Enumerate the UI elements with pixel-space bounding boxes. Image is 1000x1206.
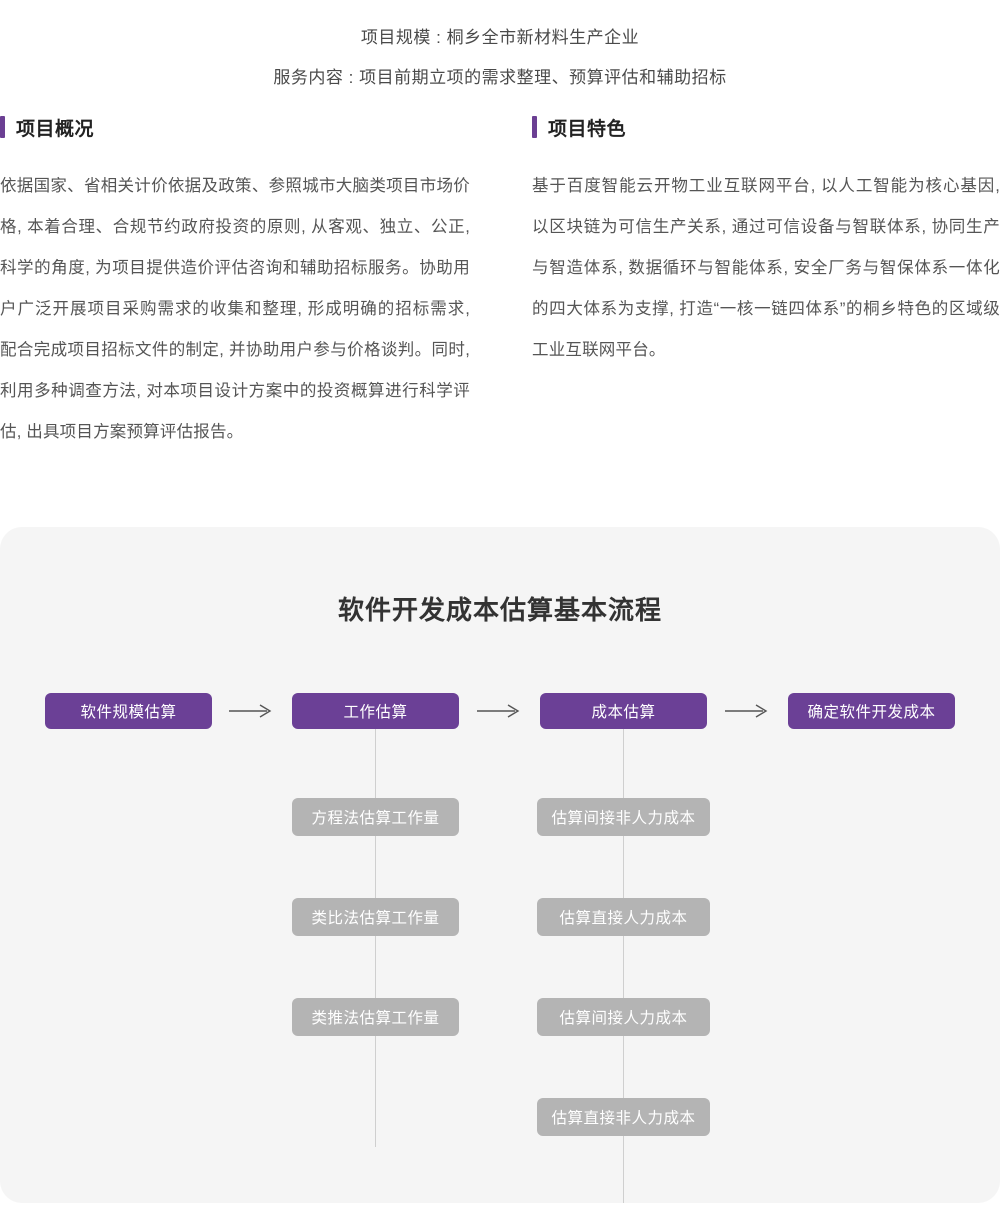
flow-node-label: 估算直接非人力成本 xyxy=(551,1110,696,1127)
flow-node-label: 估算间接人力成本 xyxy=(559,1010,688,1027)
overview-title: 项目概况 xyxy=(16,118,95,140)
flow-branch-node-analogy-method[interactable]: 类比法估算工作量 xyxy=(292,898,459,936)
flow-node-label: 工作估算 xyxy=(343,704,408,721)
flow-node-work-estimate[interactable]: 工作估算 xyxy=(292,693,459,729)
accent-bar-icon xyxy=(0,116,5,138)
overview-column: 项目概况 依据国家、省相关计价依据及政策、参照城市大脑类项目市场价格, 本着合理… xyxy=(0,112,500,453)
flow-node-label: 方程法估算工作量 xyxy=(311,810,440,827)
connector-line-cost xyxy=(623,711,624,1203)
flow-arrow-icon-2 xyxy=(476,702,522,720)
flow-node-cost-estimate[interactable]: 成本估算 xyxy=(540,693,707,729)
header-line-scale: 项目规模 : 桐乡全市新材料生产企业 xyxy=(360,28,640,47)
flow-node-label: 类比法估算工作量 xyxy=(311,910,440,927)
flow-node-label: 成本估算 xyxy=(591,704,656,721)
features-column: 项目特色 基于百度智能云开物工业互联网平台, 以人工智能为核心基因, 以区块链为… xyxy=(500,112,1000,371)
header-line-service: 服务内容 : 项目前期立项的需求整理、预算评估和辅助招标 xyxy=(273,68,727,87)
features-heading: 项目特色 xyxy=(532,112,1000,142)
flow-node-label: 估算间接非人力成本 xyxy=(551,810,696,827)
flow-branch-node-indirect-nonlabor-cost[interactable]: 估算间接非人力成本 xyxy=(537,798,710,836)
flow-branch-node-direct-labor-cost[interactable]: 估算直接人力成本 xyxy=(537,898,710,936)
flow-diagram-card: 软件开发成本估算基本流程 软件规模估算 工作估算 成本估算 xyxy=(0,527,1000,1203)
flow-node-determine-cost[interactable]: 确定软件开发成本 xyxy=(788,693,955,729)
flow-node-software-scale[interactable]: 软件规模估算 xyxy=(45,693,212,729)
features-body: 基于百度智能云开物工业互联网平台, 以人工智能为核心基因, 以区块链为可信生产关… xyxy=(532,177,1000,359)
flow-arrow-icon-1 xyxy=(228,702,274,720)
flow-node-label: 类推法估算工作量 xyxy=(311,1010,440,1027)
flow-arrow-icon-3 xyxy=(724,702,770,720)
accent-bar-icon xyxy=(532,116,537,138)
flow-node-label: 软件规模估算 xyxy=(80,704,177,721)
flow-branch-node-direct-nonlabor-cost[interactable]: 估算直接非人力成本 xyxy=(537,1098,710,1136)
flow-branch-node-indirect-labor-cost[interactable]: 估算间接人力成本 xyxy=(537,998,710,1036)
content-columns: 项目概况 依据国家、省相关计价依据及政策、参照城市大脑类项目市场价格, 本着合理… xyxy=(0,112,1000,453)
overview-heading: 项目概况 xyxy=(0,112,470,142)
flow-node-label: 估算直接人力成本 xyxy=(559,910,688,927)
flow-node-label: 确定软件开发成本 xyxy=(807,704,936,721)
flow-diagram-stage: 软件规模估算 工作估算 成本估算 确定软 xyxy=(0,603,1000,1203)
flow-branch-node-equation-method[interactable]: 方程法估算工作量 xyxy=(292,798,459,836)
features-title: 项目特色 xyxy=(548,118,627,140)
flow-branch-node-inference-method[interactable]: 类推法估算工作量 xyxy=(292,998,459,1036)
overview-body: 依据国家、省相关计价依据及政策、参照城市大脑类项目市场价格, 本着合理、合规节约… xyxy=(0,177,470,441)
flow-diagram-title: 软件开发成本估算基本流程 xyxy=(337,595,662,625)
page-header: 项目规模 : 桐乡全市新材料生产企业 服务内容 : 项目前期立项的需求整理、预算… xyxy=(0,18,1000,98)
